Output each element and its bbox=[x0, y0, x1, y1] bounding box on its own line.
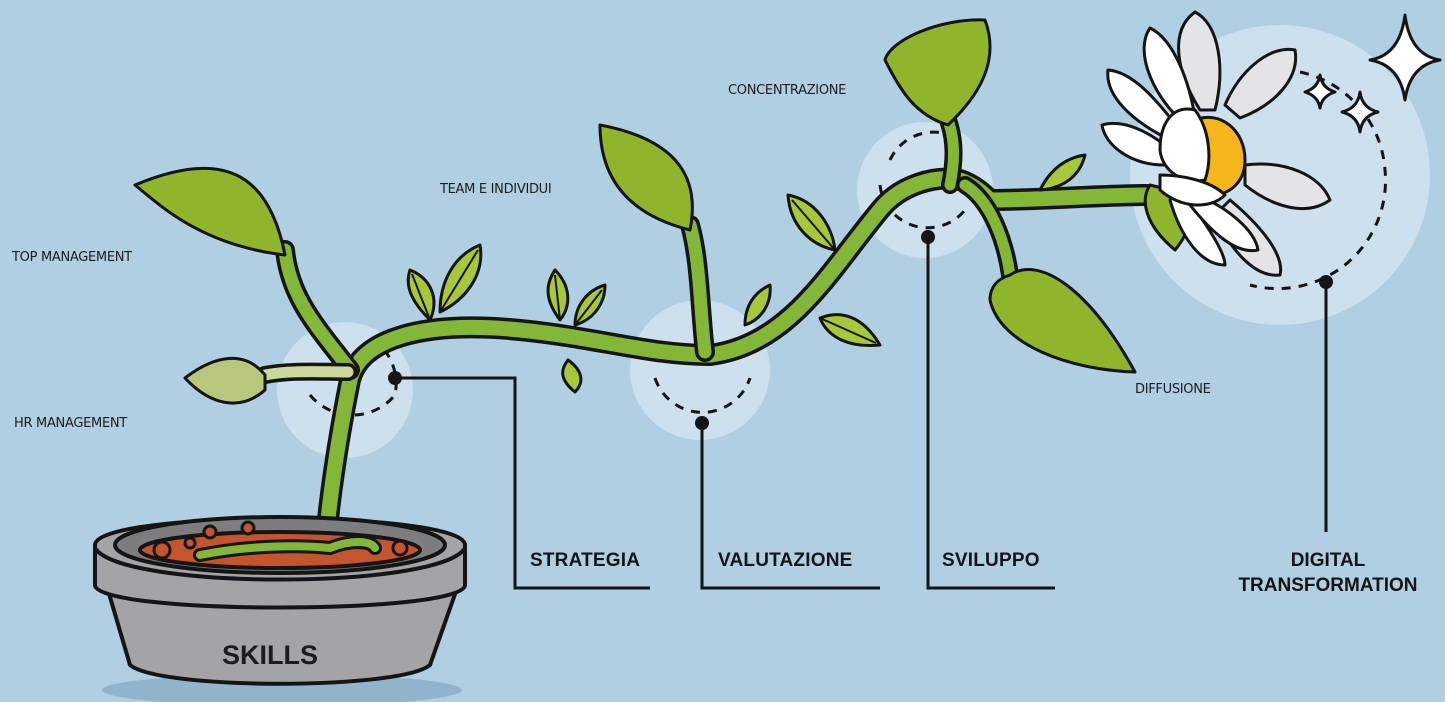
pebble bbox=[240, 520, 256, 536]
concentrazione-leaf bbox=[883, 18, 992, 127]
leaf-vein bbox=[411, 273, 431, 321]
valutazione-highlight bbox=[630, 300, 770, 440]
strategia-dot bbox=[388, 371, 402, 385]
plant-stem bbox=[256, 111, 1161, 561]
label-hr-management: HR MANAGEMENT bbox=[14, 416, 127, 431]
valutazione-dot bbox=[695, 416, 709, 430]
pebble bbox=[391, 539, 409, 557]
hr-management-leaf bbox=[183, 356, 267, 405]
branch-top bbox=[278, 243, 357, 377]
sparkle-icon bbox=[1303, 73, 1337, 110]
stage-digital: DIGITAL bbox=[1290, 550, 1366, 571]
pebble bbox=[202, 524, 218, 540]
valutazione-dashed-arc bbox=[653, 377, 752, 414]
strategia-connector bbox=[395, 376, 650, 590]
petal bbox=[1223, 47, 1298, 120]
stage-sviluppo: SVILUPPO bbox=[942, 550, 1040, 571]
diffusione-leaf bbox=[988, 268, 1137, 374]
leaf-veins bbox=[411, 199, 877, 344]
roots bbox=[193, 535, 382, 562]
valutazione-connector bbox=[700, 423, 880, 590]
sparkles bbox=[1303, 13, 1442, 134]
pot-label-skills: SKILLS bbox=[222, 640, 319, 670]
connector-dots bbox=[388, 230, 1333, 430]
branch-concentrazione bbox=[942, 114, 960, 191]
petal bbox=[1106, 68, 1182, 142]
petal bbox=[1158, 173, 1227, 207]
stage-valutazione: VALUTAZIONE bbox=[718, 550, 853, 571]
branch-diffusione bbox=[959, 179, 1016, 281]
sviluppo-connector bbox=[926, 237, 1055, 590]
leaf-vein bbox=[791, 199, 836, 251]
sparkle-icon bbox=[1340, 90, 1380, 134]
leaf-vein bbox=[819, 317, 877, 344]
team-leaf bbox=[598, 123, 694, 232]
label-top-management: TOP MANAGEMENT bbox=[12, 250, 132, 265]
large-leaves bbox=[133, 18, 1137, 405]
leaf-vein bbox=[554, 274, 561, 321]
label-diffusione: DIFFUSIONE bbox=[1135, 382, 1211, 397]
label-concentrazione: CONCENTRAZIONE bbox=[728, 83, 847, 98]
petal bbox=[1188, 193, 1260, 253]
stage-strategia: STRATEGIA bbox=[530, 550, 641, 571]
digital-transformation-dashed-arc bbox=[1249, 70, 1387, 291]
petal bbox=[1142, 26, 1197, 122]
stage-digital-transformation: DIGITAL TRANSFORMATION bbox=[1228, 548, 1428, 598]
leaf-vein bbox=[574, 289, 603, 326]
roots-fill bbox=[196, 538, 379, 559]
small-leaf bbox=[1038, 153, 1087, 192]
label-team-individui: TEAM E INDIVIDUI bbox=[440, 182, 552, 197]
branch-hr bbox=[259, 366, 354, 381]
digital-transformation-dot bbox=[1319, 275, 1333, 289]
daisy-flower bbox=[1100, 10, 1332, 277]
leaf-vein bbox=[439, 249, 479, 313]
pebble bbox=[152, 540, 172, 560]
branch-team bbox=[683, 218, 712, 359]
small-leaf bbox=[561, 358, 583, 394]
small-leaf bbox=[743, 283, 772, 327]
pot-rim-front bbox=[93, 546, 467, 582]
soil-pebbles bbox=[152, 520, 409, 560]
top-management-leaf bbox=[133, 166, 287, 257]
stage-transformation: TRANSFORMATION bbox=[1238, 575, 1418, 596]
pebble bbox=[183, 536, 197, 550]
sparkle-icon bbox=[1368, 13, 1442, 102]
sviluppo-dot bbox=[921, 230, 935, 244]
petal bbox=[1243, 162, 1332, 210]
strategia-dashed-arc bbox=[308, 343, 398, 417]
connector-lines bbox=[395, 237, 1328, 590]
